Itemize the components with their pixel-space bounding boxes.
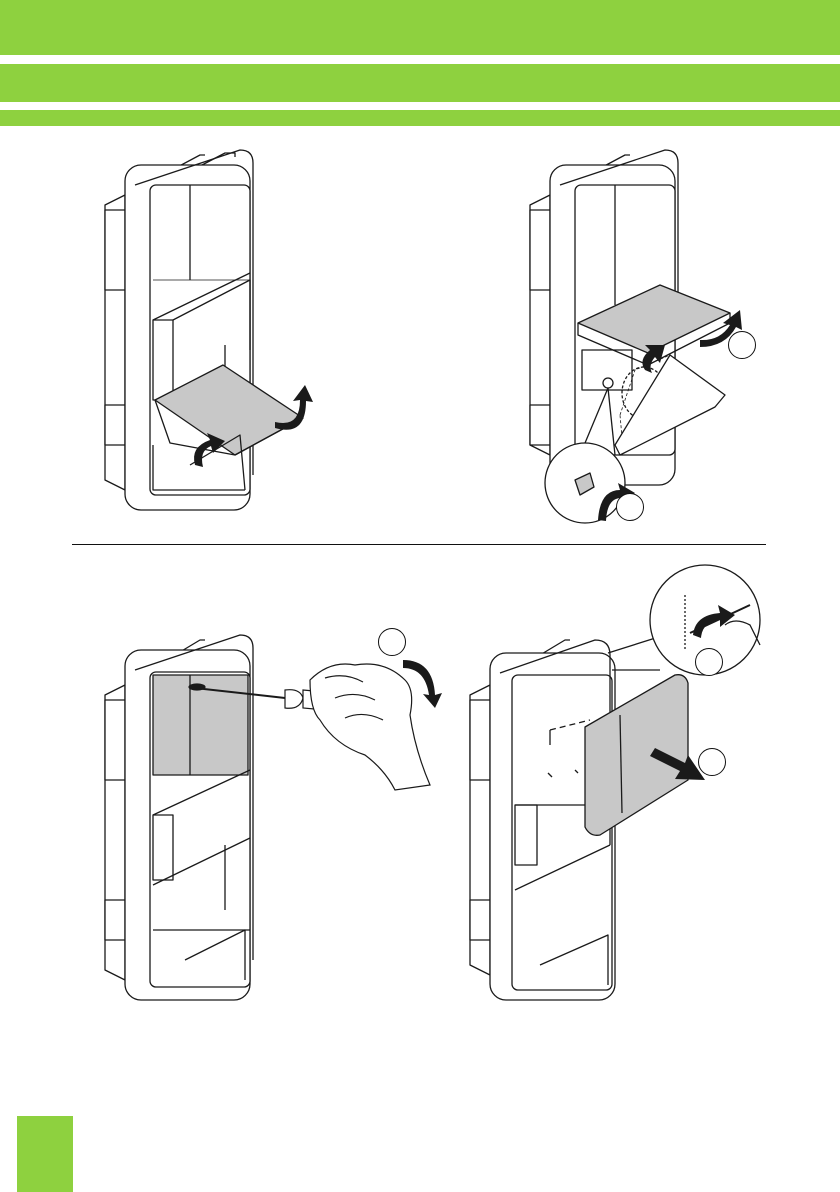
side-slot bbox=[105, 405, 125, 445]
wallbox-illustration bbox=[95, 145, 335, 515]
wallbox-illustration bbox=[95, 620, 455, 1015]
callout-circle bbox=[695, 648, 723, 676]
figure-top-left bbox=[95, 145, 335, 515]
section-divider bbox=[72, 544, 766, 545]
wallbox-illustration bbox=[460, 565, 765, 1015]
figure-top-right bbox=[520, 145, 780, 535]
callout-circle bbox=[698, 748, 726, 776]
page-tab bbox=[17, 1116, 73, 1192]
figure-bottom-left bbox=[95, 620, 455, 1015]
callout-circle bbox=[378, 628, 406, 656]
header-band-top bbox=[0, 0, 840, 55]
header-band-middle bbox=[0, 64, 840, 102]
callout-circle bbox=[728, 331, 756, 359]
header-band-thin bbox=[0, 110, 840, 126]
side-slot bbox=[105, 210, 125, 290]
callout-circle bbox=[616, 493, 644, 521]
figure-bottom-right bbox=[460, 565, 765, 1015]
